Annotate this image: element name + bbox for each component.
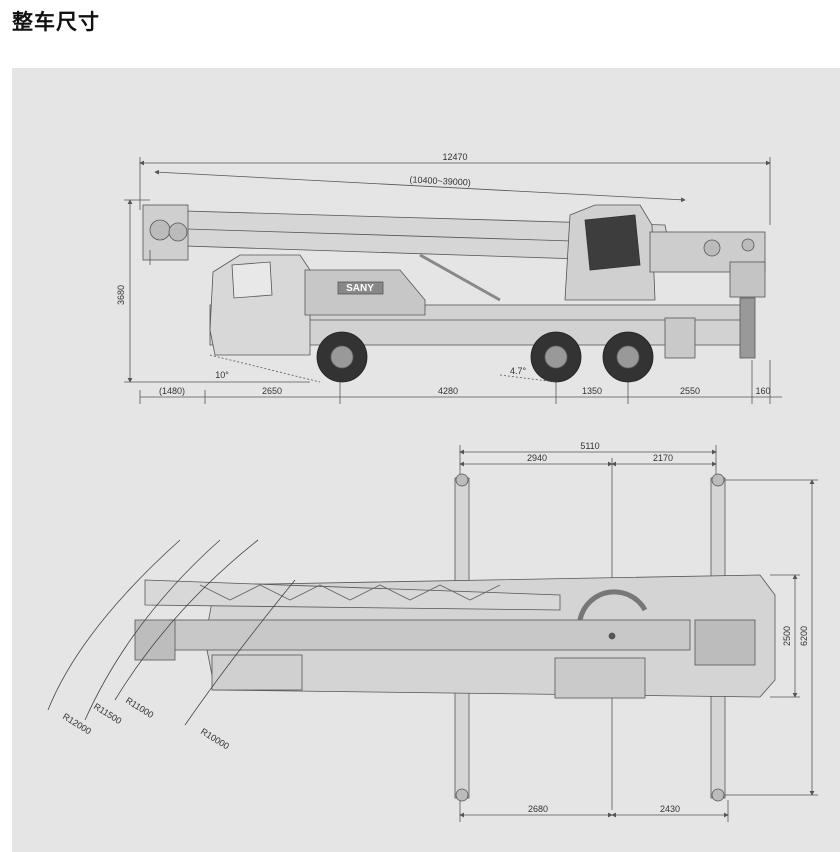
label-overall-length: 12470 (442, 152, 467, 162)
label-rear-overhang: 2550 (680, 386, 700, 396)
side-view (124, 157, 782, 404)
label-radius-10000: R10000 (199, 726, 231, 751)
label-rear-extra: 160 (755, 386, 770, 396)
label-axle-spacing: 1350 (582, 386, 602, 396)
label-vehicle-width: 2500 (782, 626, 792, 646)
label-radius-12000: R12000 (61, 711, 93, 736)
label-wheelbase-front: 2650 (262, 386, 282, 396)
label-departure-angle: 4.7° (510, 366, 527, 376)
label-outrigger-front-distance: 2940 (527, 453, 547, 463)
sany-logo: SANY (346, 283, 374, 294)
label-outrigger-span-longitudinal: 5110 (580, 441, 599, 451)
label-radius-11500: R11500 (92, 701, 123, 726)
label-boom-range: (10400~39000) (409, 174, 471, 187)
label-approach-angle: 10° (215, 370, 229, 380)
page-title: 整车尺寸 (12, 10, 100, 34)
label-bottom-rear-distance: 2430 (660, 804, 680, 814)
top-view (47, 445, 818, 822)
label-wheelbase-mid: 4280 (438, 386, 458, 396)
label-outrigger-span-transverse: 6200 (799, 626, 809, 646)
label-radius-11000: R11000 (124, 695, 155, 720)
label-bottom-front-distance: 2680 (528, 804, 548, 814)
label-front-overhang: (1480) (159, 386, 185, 396)
label-overall-height: 3680 (116, 285, 126, 305)
dim-line-boom-range (154, 169, 686, 203)
label-outrigger-rear-distance: 2170 (653, 453, 673, 463)
